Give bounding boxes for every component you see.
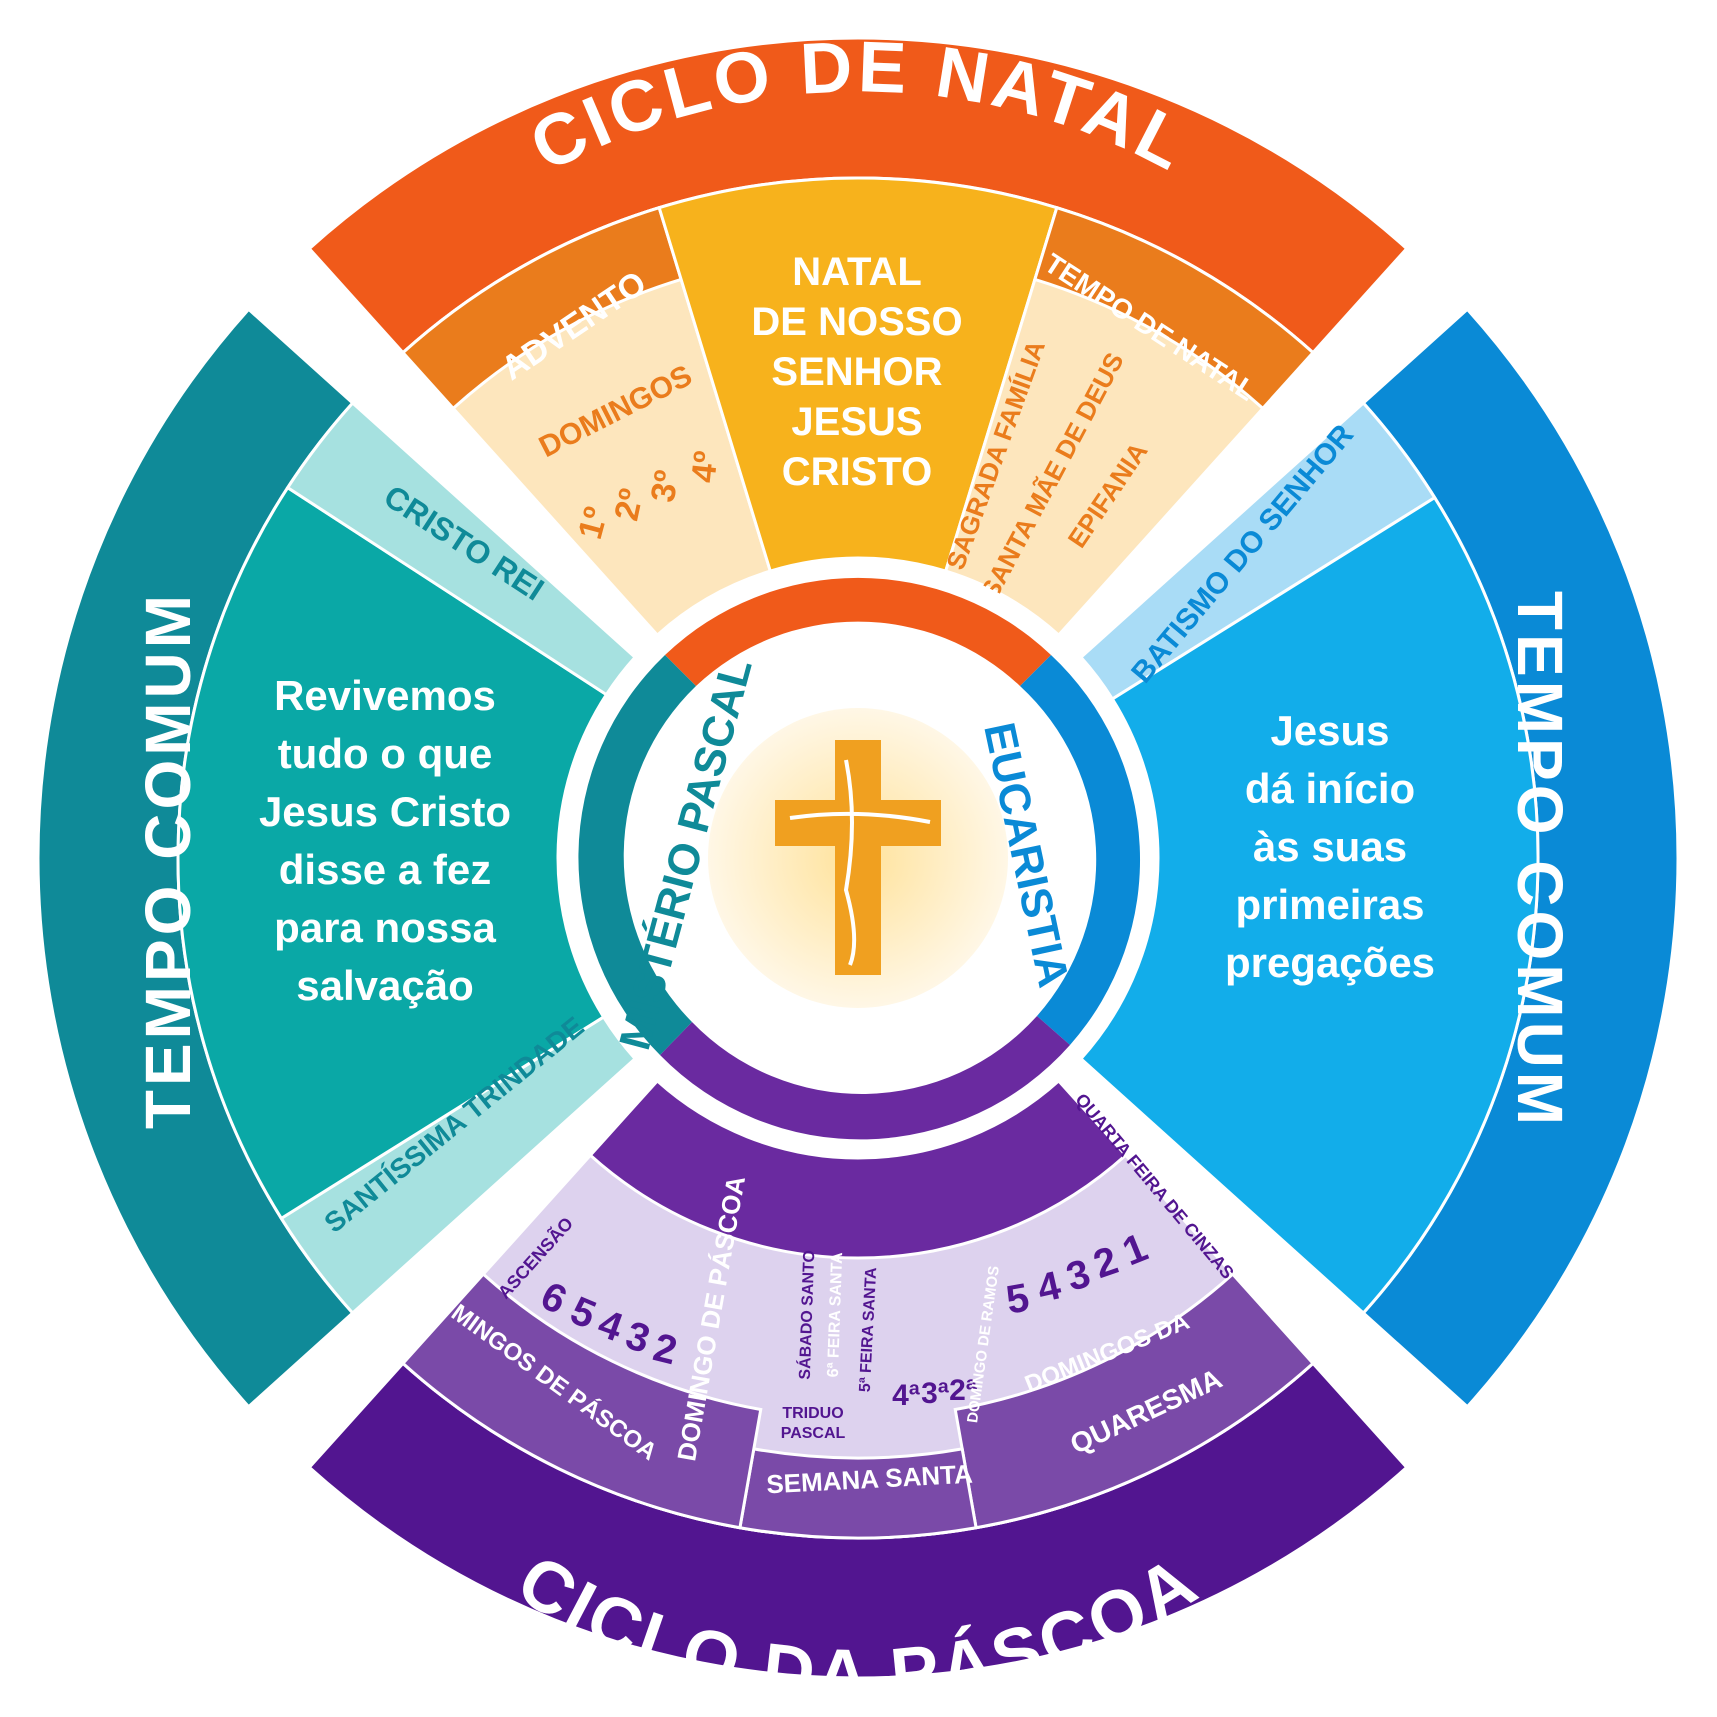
comum-left-line-3: Jesus Cristo	[259, 788, 511, 835]
comum-left-line-6: salvação	[296, 962, 473, 1009]
natal-line-4: JESUS	[791, 400, 922, 444]
triduo-line-1: TRIDUO	[782, 1405, 843, 1422]
comum-right-line-1: Jesus	[1270, 707, 1389, 754]
natal-line-2: DE NOSSO	[751, 300, 962, 344]
comum-right-line-5: pregações	[1225, 939, 1435, 986]
comum-left-line-2: tudo o que	[278, 730, 493, 777]
advent-week-4: 4º	[685, 449, 726, 484]
center-medallion: MISTÉRIO PASCAL EUCARISTIA	[558, 558, 1158, 1158]
comum-left-line-4: disse a fez	[279, 846, 491, 893]
weekday-3: 3ª	[921, 1377, 950, 1410]
natal-line-3: SENHOR	[771, 350, 942, 394]
comum-left-line-1: Revivemos	[274, 672, 496, 719]
triduo-line-2: PASCAL	[781, 1425, 846, 1442]
natal-line-5: CRISTO	[782, 450, 932, 494]
comum-right-line-4: primeiras	[1235, 881, 1424, 928]
comum-left-line-5: para nossa	[274, 904, 496, 951]
weekday-4: 4ª	[892, 1379, 921, 1412]
holy-week-days: 4ª 3ª 2ª	[892, 1374, 978, 1412]
comum-right-line-2: dá início	[1245, 765, 1415, 812]
tempo-comum-right-title: TEMPO COMUM	[1504, 591, 1576, 1129]
tempo-comum-left-title: TEMPO COMUM	[132, 591, 204, 1129]
comum-right-line-3: às suas	[1253, 823, 1407, 870]
advent-week-3: 3º	[644, 468, 686, 505]
natal-line-1: NATAL	[792, 250, 922, 294]
